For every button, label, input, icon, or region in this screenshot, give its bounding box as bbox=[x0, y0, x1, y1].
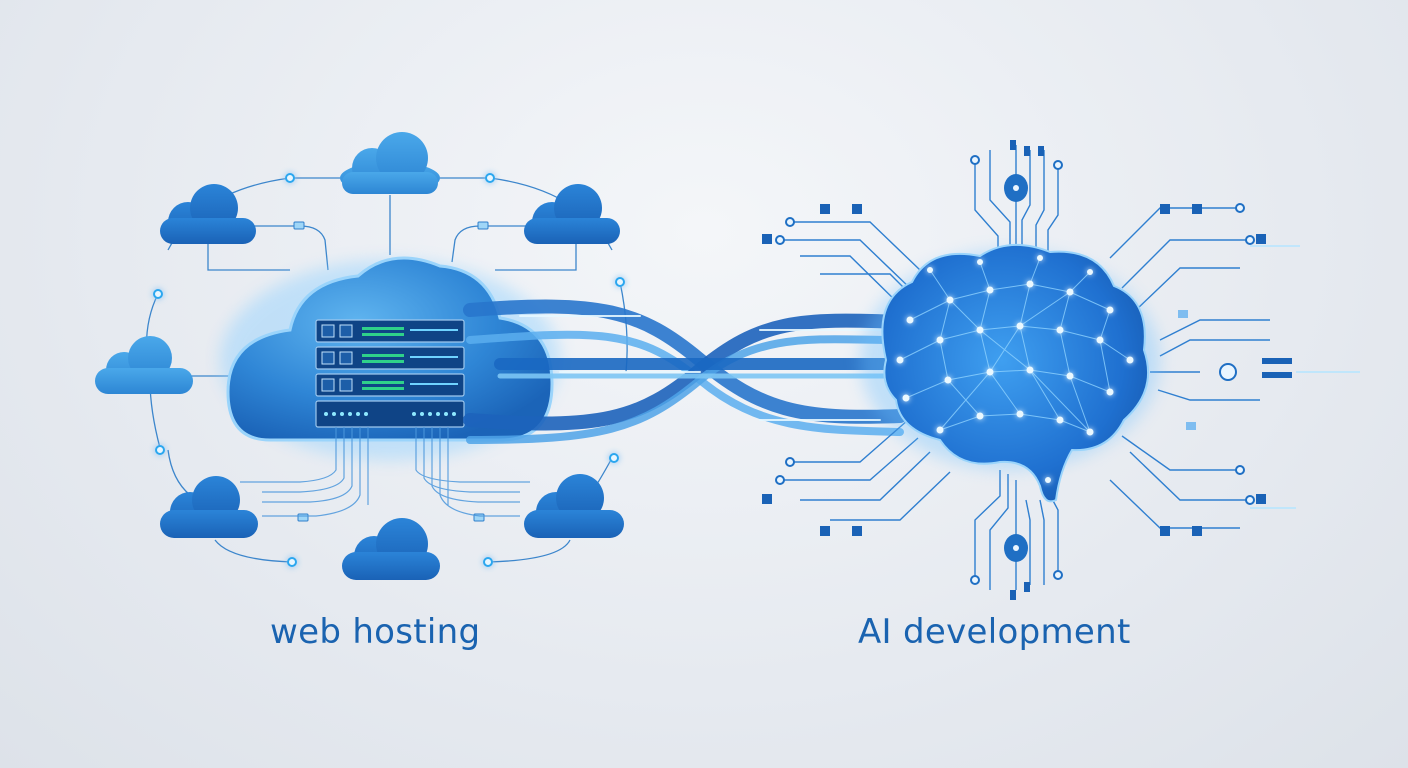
ring-nodes bbox=[153, 173, 625, 567]
ai-development-label: AI development bbox=[858, 612, 1131, 652]
cloud-icon-top-left bbox=[160, 184, 256, 244]
cloud-icon-top-right bbox=[524, 184, 620, 244]
web-hosting-label: web hosting bbox=[270, 612, 481, 652]
cloud-icon-top bbox=[340, 132, 440, 194]
web-hosting-graphic bbox=[95, 132, 628, 580]
server-rack-icon bbox=[240, 319, 530, 517]
circuit-chips bbox=[1004, 174, 1028, 562]
data-link-streams bbox=[463, 299, 907, 444]
ai-development-graphic bbox=[762, 140, 1360, 600]
light-streaks bbox=[1250, 245, 1360, 509]
circuit-components bbox=[762, 140, 1292, 600]
cloud-icon-bottom-left bbox=[160, 476, 258, 538]
cloud-icon-left bbox=[95, 336, 193, 394]
circuit-pads bbox=[775, 155, 1255, 585]
brain-network-icon bbox=[860, 243, 1160, 503]
cloud-icon-bottom bbox=[342, 518, 440, 580]
cloud-icon-bottom-right bbox=[524, 474, 624, 538]
circuit-traces-icon bbox=[780, 145, 1270, 590]
